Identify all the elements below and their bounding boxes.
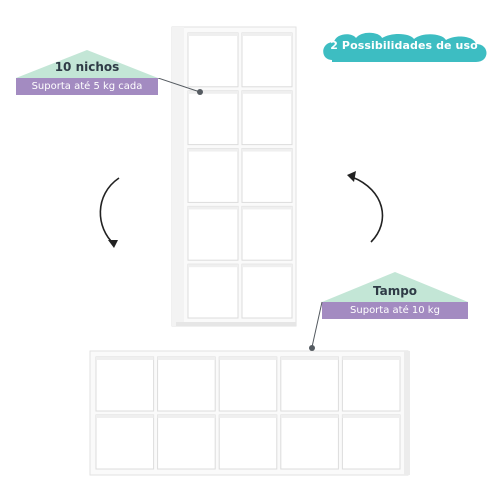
shelf-niche bbox=[341, 414, 401, 470]
shelf-niche bbox=[218, 414, 278, 470]
niches-pointer-dot bbox=[197, 89, 203, 95]
shelf-niche bbox=[280, 414, 339, 470]
shelf-niche-shadow bbox=[280, 415, 339, 418]
shelf-niche-shadow bbox=[342, 415, 400, 418]
cloud-shape bbox=[323, 32, 487, 62]
shelf-niche bbox=[95, 414, 155, 470]
shelf-niche bbox=[241, 148, 293, 203]
shelf-niche bbox=[187, 90, 239, 146]
shelf-niche bbox=[241, 205, 293, 261]
shelf-niche-shadow bbox=[242, 264, 292, 268]
top-title: Tampo bbox=[372, 284, 418, 298]
shelf-niche bbox=[241, 90, 293, 146]
shelf-niche-shadow bbox=[157, 357, 216, 360]
shelf-niche-shadow bbox=[342, 357, 400, 360]
shelf-niche-shadow bbox=[219, 415, 277, 418]
shelf-niche bbox=[95, 356, 155, 412]
shelf-niche bbox=[187, 205, 239, 261]
shelf-niche-shadow bbox=[242, 33, 292, 36]
usage-possibilities-badge: 2 Possibilidades de uso bbox=[318, 30, 490, 66]
callout-triangle bbox=[322, 272, 468, 302]
callout-triangle bbox=[16, 50, 158, 78]
shelf-niche bbox=[157, 356, 216, 412]
shelf-niche-shadow bbox=[96, 357, 154, 360]
niches-callout: 10 nichos Suporta até 5 kg cada bbox=[16, 50, 158, 96]
shelf-niche bbox=[187, 263, 239, 319]
shelf-niche bbox=[241, 263, 293, 319]
horizontal-bookcase bbox=[89, 350, 410, 476]
shelf-niche bbox=[341, 356, 401, 412]
shelf-niche bbox=[218, 356, 278, 412]
shelf-niche bbox=[241, 32, 293, 88]
top-pointer-dot bbox=[309, 345, 315, 351]
rotate-arrow-left-icon bbox=[99, 177, 120, 248]
shelf-niche-shadow bbox=[242, 206, 292, 210]
shelf-niche-shadow bbox=[188, 264, 238, 268]
shelf-niche bbox=[157, 414, 216, 470]
shelf-niche-shadow bbox=[188, 33, 238, 36]
niches-title: 10 nichos bbox=[54, 60, 120, 74]
shelf-niche-shadow bbox=[188, 206, 238, 210]
shelf-niche-shadow bbox=[242, 90, 292, 94]
vertical-bookcase bbox=[171, 26, 297, 327]
top-callout: Tampo Suporta até 10 kg bbox=[322, 272, 468, 320]
rotate-arrow-right-icon bbox=[347, 171, 384, 243]
shelf-niche-shadow bbox=[242, 148, 292, 152]
top-pointer bbox=[311, 301, 323, 348]
shelf-niche bbox=[187, 32, 239, 88]
badge-text: 2 Possibilidades de uso bbox=[330, 39, 478, 52]
shelf-niche-shadow bbox=[219, 357, 277, 360]
shelf-niche-shadow bbox=[188, 90, 238, 94]
top-subtitle: Suporta até 10 kg bbox=[322, 302, 468, 319]
shelf-niche-shadow bbox=[96, 415, 154, 418]
shelf-niche-shadow bbox=[157, 415, 216, 418]
niches-subtitle: Suporta até 5 kg cada bbox=[16, 78, 158, 95]
shelf-niche-shadow bbox=[280, 357, 339, 360]
niches-pointer bbox=[158, 78, 201, 93]
shelf-niche bbox=[280, 356, 339, 412]
shelf-niche-shadow bbox=[188, 148, 238, 152]
shelf-niche bbox=[187, 148, 239, 203]
